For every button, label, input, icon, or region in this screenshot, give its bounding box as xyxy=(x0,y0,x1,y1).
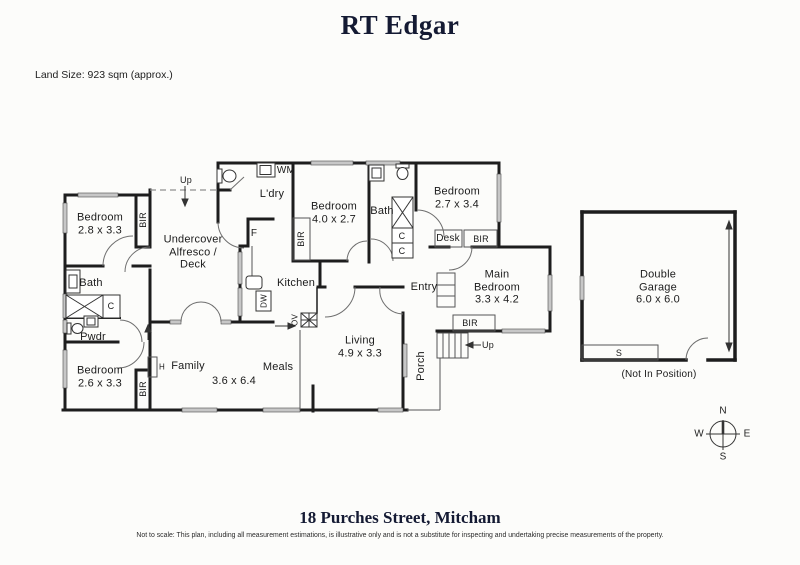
washing-machine-icon xyxy=(256,162,276,178)
windows xyxy=(62,160,585,413)
room-label-bath-2: Bath xyxy=(370,204,394,217)
cupboard-label: C xyxy=(107,301,115,311)
fixtures xyxy=(65,162,414,335)
room-label-laundry: L'dry xyxy=(259,187,285,200)
room-label-family-dims: 3.6 x 6.4 xyxy=(212,374,256,387)
cupboard-box xyxy=(102,294,121,319)
bir-label: BIR xyxy=(138,381,148,397)
brand-logo: RT Edgar xyxy=(340,10,460,40)
room-label-powder: Pwdr xyxy=(80,330,106,343)
oven-label: OV xyxy=(290,314,300,326)
room-label-family: Family xyxy=(171,359,205,372)
land-size-text: Land Size: 923 sqm (approx.) xyxy=(35,69,173,81)
cupboard-box xyxy=(391,242,414,259)
oven-icon xyxy=(300,312,318,328)
hot-water-label: H xyxy=(159,362,165,372)
cupboard-label: C xyxy=(398,246,406,256)
shower-icon xyxy=(391,196,414,229)
toilet-icon xyxy=(395,163,410,180)
cupboard-label: C xyxy=(398,231,406,241)
storage-label: S xyxy=(615,348,623,358)
basin-icon xyxy=(83,315,99,328)
fridge-label: F xyxy=(250,227,258,239)
compass-south-label: S xyxy=(719,451,727,463)
washing-machine-label: WM xyxy=(276,164,296,176)
room-label-kitchen: Kitchen xyxy=(276,276,316,289)
vanity-icon xyxy=(368,164,385,182)
sink-icon xyxy=(245,275,263,290)
room-label-meals: Meals xyxy=(262,360,294,373)
toilet-icon xyxy=(216,168,237,184)
property-address: 18 Purches Street, Mitcham xyxy=(299,508,501,527)
compass-west-label: W xyxy=(694,428,704,440)
room-label-bath-1: Bath xyxy=(79,276,103,289)
up-label-deck: Up xyxy=(180,175,192,185)
bir-label: BIR xyxy=(473,234,489,244)
desk-label: Desk xyxy=(436,232,460,244)
garage-note: (Not In Position) xyxy=(621,368,697,380)
compass-icon xyxy=(706,420,740,450)
compass-north-label: N xyxy=(719,405,727,417)
room-label-entry: Entry xyxy=(410,280,438,293)
vanity-icon xyxy=(65,269,81,294)
shower-icon xyxy=(65,294,104,319)
compass-east-label: E xyxy=(743,428,751,440)
room-label-porch: Porch xyxy=(414,351,427,381)
up-label-stairs: Up xyxy=(482,340,494,350)
disclaimer-text: Not to scale: This plan, including all m… xyxy=(136,532,664,539)
bir-label: BIR xyxy=(296,231,306,247)
toilet-icon xyxy=(66,322,84,335)
dishwasher-label: DW xyxy=(259,294,269,308)
dishwasher-box xyxy=(255,290,272,312)
thin-lines xyxy=(147,217,659,411)
bir-label: BIR xyxy=(462,318,478,328)
bir-label: BIR xyxy=(138,212,148,228)
arrows xyxy=(144,186,733,353)
